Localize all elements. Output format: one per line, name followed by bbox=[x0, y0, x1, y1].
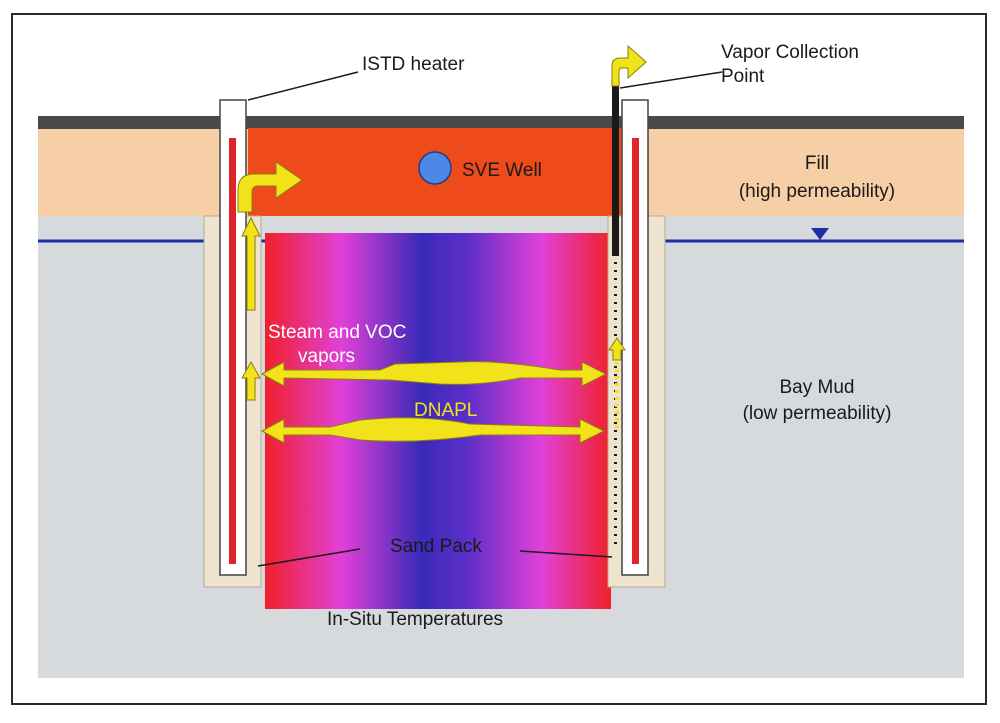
label-sand-pack: Sand Pack bbox=[390, 536, 482, 557]
vapor-outlet-arrow-icon bbox=[611, 44, 647, 87]
label-istd-heater: ISTD heater bbox=[362, 54, 465, 75]
vapor-collection-pipe bbox=[612, 84, 619, 256]
double-headed-arrow-icon bbox=[260, 361, 608, 387]
label-steam-1: Steam and VOC bbox=[268, 322, 406, 343]
label-dnapl: DNAPL bbox=[414, 400, 477, 421]
leader-istd-heater bbox=[247, 71, 359, 101]
water-table-marker-icon bbox=[811, 228, 829, 240]
sve-outlet-arrow-icon bbox=[237, 161, 303, 213]
label-vapor-collection-1: Vapor Collection bbox=[721, 42, 859, 63]
vapor-flow-arrow-icon bbox=[241, 216, 261, 311]
label-fill-1: Fill bbox=[805, 153, 829, 174]
double-headed-arrow-icon bbox=[260, 417, 606, 444]
label-sve-well: SVE Well bbox=[462, 160, 542, 181]
vapor-flow-arrow-icon bbox=[241, 360, 261, 401]
label-steam-2: vapors bbox=[298, 346, 355, 367]
vapor-flow-arrow-icon bbox=[608, 337, 626, 361]
heater-rod-right bbox=[632, 138, 639, 564]
leader-vapor-collection bbox=[619, 71, 723, 89]
leader-sand-pack-right bbox=[519, 550, 613, 558]
heater-rod-left bbox=[229, 138, 236, 564]
label-in-situ: In-Situ Temperatures bbox=[327, 609, 503, 630]
leader-sand-pack-left bbox=[257, 548, 361, 567]
sve-well-icon bbox=[418, 151, 452, 185]
label-bay-mud-1: Bay Mud bbox=[780, 377, 855, 398]
label-vapor-collection-2: Point bbox=[721, 66, 765, 87]
label-bay-mud-2: (low permeability) bbox=[743, 403, 892, 424]
label-fill-2: (high permeability) bbox=[739, 181, 895, 202]
surface-strip bbox=[38, 116, 964, 129]
